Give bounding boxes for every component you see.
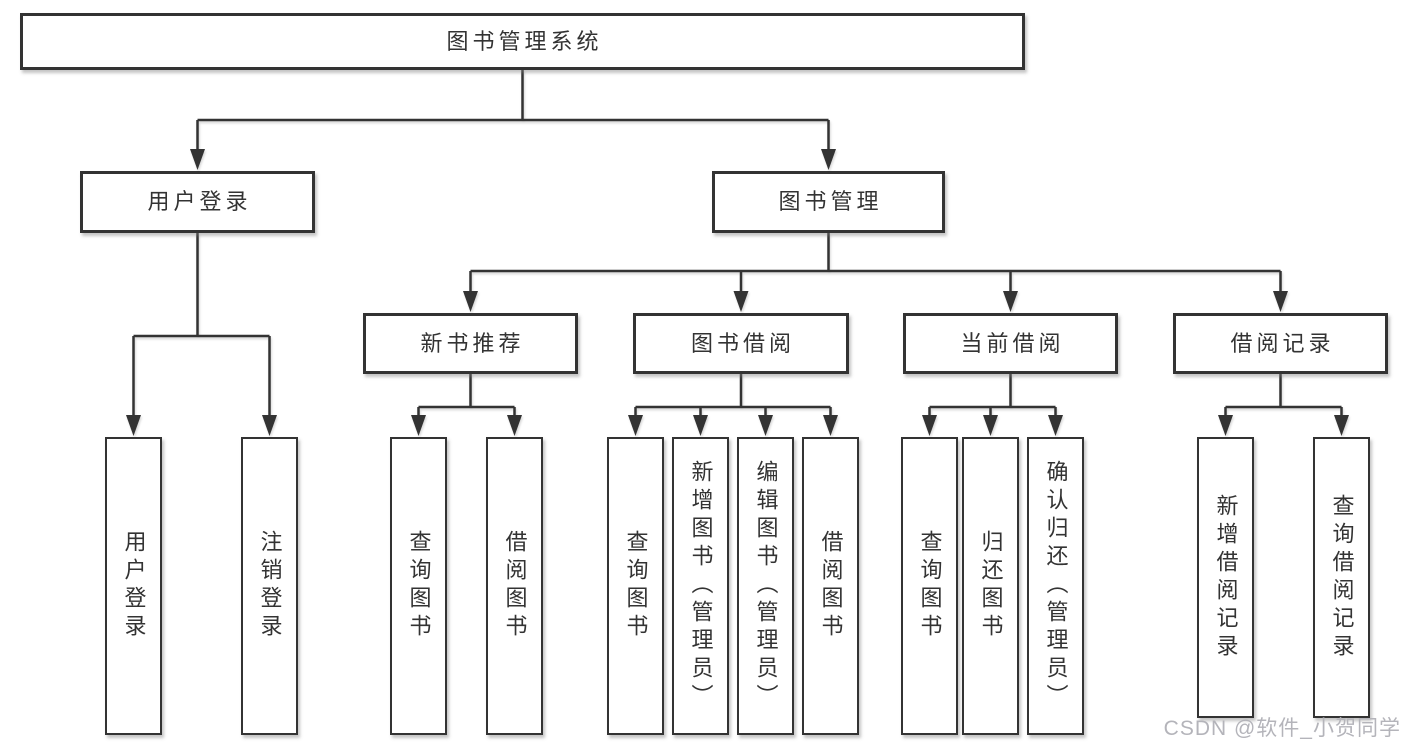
arrowhead — [733, 291, 749, 312]
leaf-confirm-return-admin: 确认归还（管理员） — [1027, 437, 1084, 735]
arrowhead — [693, 415, 708, 436]
node-label: 新增借阅记录 — [1213, 493, 1239, 662]
leaf-borrow-books-recommend: 借阅图书 — [486, 437, 543, 735]
node-label: 图书管理 — [778, 189, 883, 214]
arrowhead — [190, 149, 205, 170]
arrowhead — [1334, 415, 1349, 436]
leaf-edit-book-admin: 编辑图书（管理员） — [737, 437, 794, 735]
node-label: 图书借阅 — [690, 330, 795, 356]
arrowhead — [262, 415, 277, 436]
arrowhead — [1048, 415, 1063, 436]
arrowhead — [983, 415, 998, 436]
leaf-query-borrow-record: 查询借阅记录 — [1313, 437, 1370, 718]
node-label: 注销登录 — [257, 530, 283, 642]
node-new-book-recommend: 新书推荐 — [363, 313, 578, 374]
arrowhead — [1273, 291, 1288, 312]
arrowhead — [463, 291, 478, 312]
leaf-user-login: 用户登录 — [105, 437, 162, 735]
leaf-borrow-books-borrowing: 借阅图书 — [802, 437, 859, 735]
connector-records-to-leaves — [1218, 374, 1349, 436]
leaf-query-books-recommend: 查询图书 — [390, 437, 447, 735]
node-label: 借阅记录 — [1230, 330, 1335, 356]
connector-newbook-to-leaves — [411, 374, 522, 436]
leaf-query-books-borrowing: 查询图书 — [607, 437, 664, 735]
node-label: 借阅图书 — [502, 530, 528, 642]
connector-currentborrow-to-leaves — [922, 374, 1063, 436]
node-book-management: 图书管理 — [712, 171, 945, 233]
arrowhead — [922, 415, 937, 436]
csdn-watermark: CSDN @软件_小贺同学 — [1163, 717, 1401, 740]
node-label: 借阅图书 — [818, 530, 844, 642]
node-label: 新增图书（管理员） — [688, 460, 714, 712]
node-book-borrowing: 图书借阅 — [633, 313, 849, 374]
node-label: 用户登录 — [121, 530, 147, 642]
arrowhead — [1218, 415, 1233, 436]
node-library-management-system: 图书管理系统 — [20, 13, 1025, 70]
leaf-return-book: 归还图书 — [962, 437, 1019, 735]
node-user-login: 用户登录 — [80, 171, 315, 233]
arrowhead — [507, 415, 522, 436]
node-label: 归还图书 — [978, 530, 1004, 642]
leaf-add-borrow-record: 新增借阅记录 — [1197, 437, 1254, 718]
node-label: 编辑图书（管理员） — [753, 460, 779, 712]
node-label: 新书推荐 — [420, 330, 525, 356]
connector-bookborrow-to-leaves — [628, 374, 838, 436]
connector-userlogin-to-leaves — [126, 233, 277, 436]
connector-bookmgmt-to-level2 — [463, 233, 1288, 312]
arrowhead — [628, 415, 643, 436]
arrowhead — [821, 149, 836, 170]
arrowhead — [823, 415, 838, 436]
node-label: 查询图书 — [917, 530, 943, 642]
node-borrowing-records: 借阅记录 — [1173, 313, 1388, 374]
node-current-borrowing: 当前借阅 — [903, 313, 1118, 374]
node-label: 查询借阅记录 — [1329, 493, 1355, 662]
leaf-query-books-current: 查询图书 — [901, 437, 958, 735]
leaf-logout: 注销登录 — [241, 437, 298, 735]
node-label: 确认归还（管理员） — [1043, 460, 1069, 712]
arrowhead — [411, 415, 426, 436]
node-label: 图书管理系统 — [446, 28, 603, 54]
node-label: 当前借阅 — [960, 330, 1065, 356]
arrowhead — [1003, 291, 1018, 312]
node-label: 用户登录 — [147, 189, 252, 214]
connector-root-to-level1 — [190, 70, 836, 170]
node-label: 查询图书 — [406, 530, 432, 642]
leaf-add-book-admin: 新增图书（管理员） — [672, 437, 729, 735]
node-label: 查询图书 — [623, 530, 649, 642]
arrowhead — [126, 415, 141, 436]
arrowhead — [758, 415, 773, 436]
